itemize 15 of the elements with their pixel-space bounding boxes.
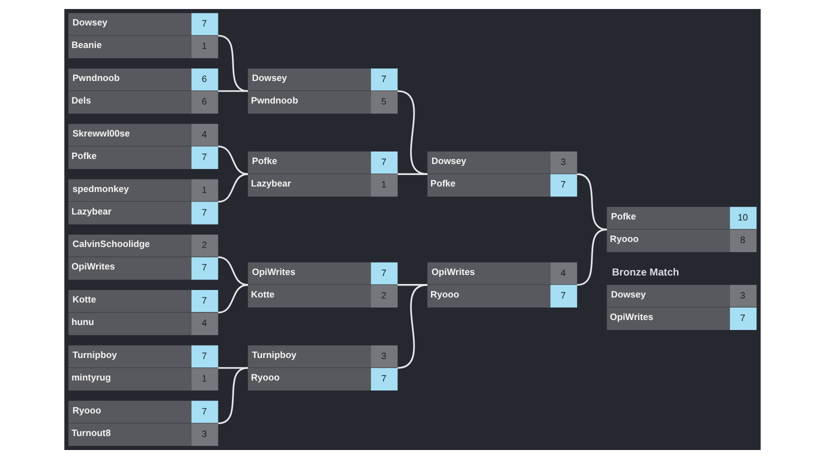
node-label: Bronze Match [611,267,679,278]
connector [218,366,248,368]
connector [576,228,606,286]
connector [218,256,248,286]
connector [396,284,428,368]
connector [218,34,248,92]
connector [576,172,606,230]
connector [397,284,427,286]
connector [218,284,248,313]
connector [396,90,428,174]
connector [218,145,248,174]
connector [397,172,427,174]
connector [218,172,248,202]
connector [218,366,248,424]
connector [218,90,248,92]
